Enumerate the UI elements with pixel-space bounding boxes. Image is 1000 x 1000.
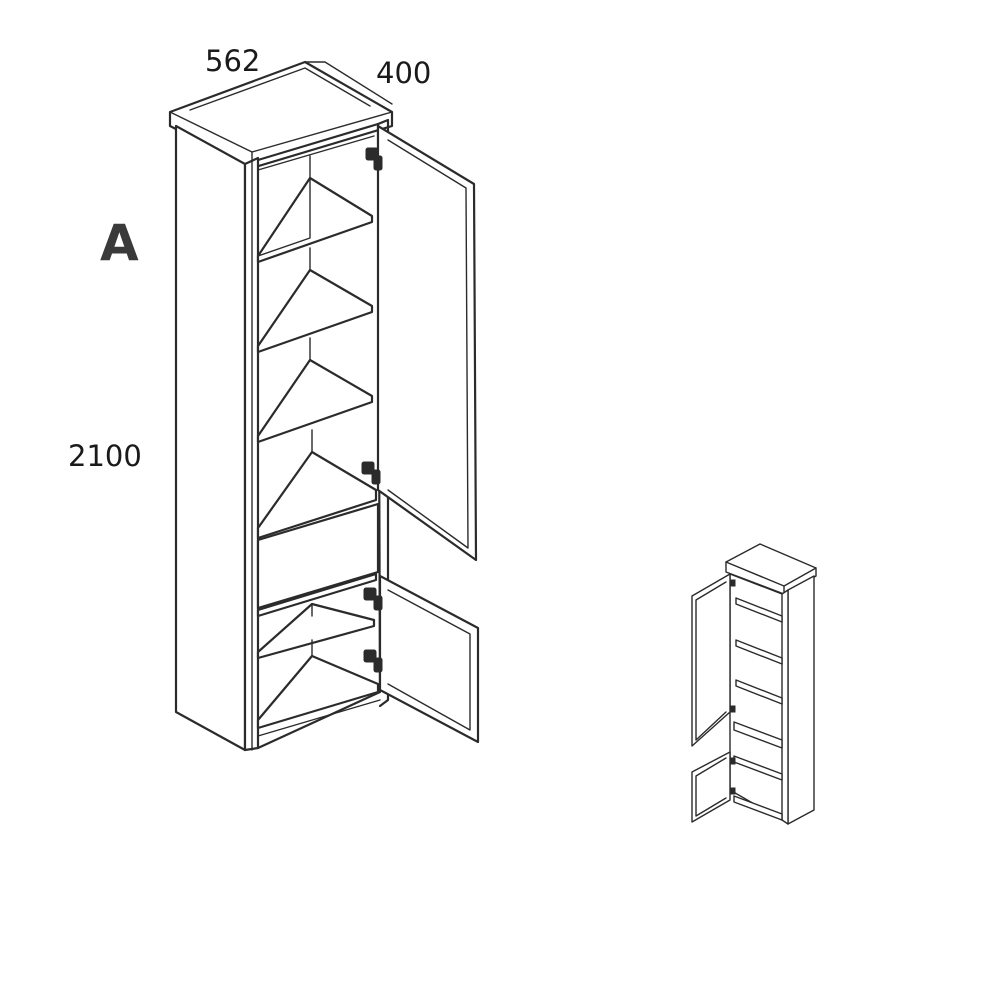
thumb-upper-door — [691, 573, 731, 747]
cabinet-upper-door — [376, 124, 478, 562]
thumb-interior — [729, 573, 783, 821]
thumb-side-panel — [781, 575, 815, 825]
thumb-top-slab — [725, 543, 817, 595]
cabinet-side-panel — [174, 124, 260, 752]
cabinet-top-slab — [168, 60, 394, 170]
cabinet-shelves — [256, 176, 381, 737]
hinge-icon — [361, 147, 383, 673]
thumb-lower-door — [691, 751, 731, 823]
dimension-height-label: 2100 — [68, 439, 142, 473]
hinge-icon — [729, 579, 736, 795]
variant-label: A — [100, 214, 139, 272]
cabinet-lower-door — [378, 574, 480, 744]
dimension-depth-label: 400 — [376, 56, 432, 90]
dimension-width-label: 562 — [205, 44, 261, 78]
